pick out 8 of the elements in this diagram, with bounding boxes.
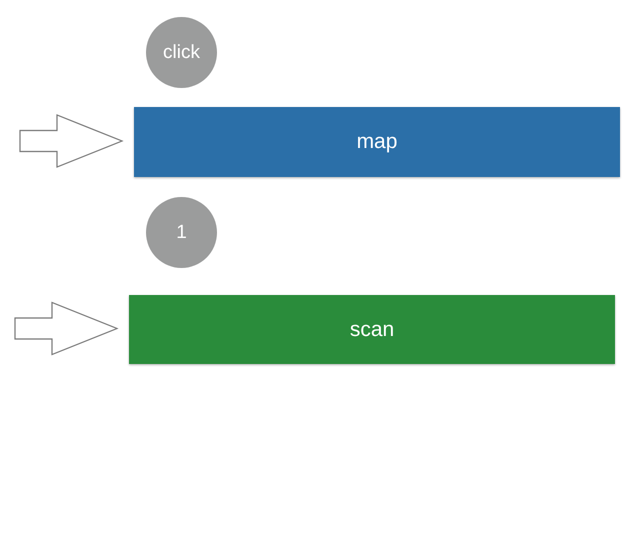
node-label: map <box>356 130 398 154</box>
process-bar <box>134 107 620 177</box>
block-arrow <box>14 302 119 356</box>
process-bar <box>129 295 615 364</box>
node-label: click <box>163 42 200 64</box>
block-arrow <box>19 114 124 168</box>
node-label: 1 <box>176 222 187 244</box>
node-label: scan <box>350 318 394 342</box>
